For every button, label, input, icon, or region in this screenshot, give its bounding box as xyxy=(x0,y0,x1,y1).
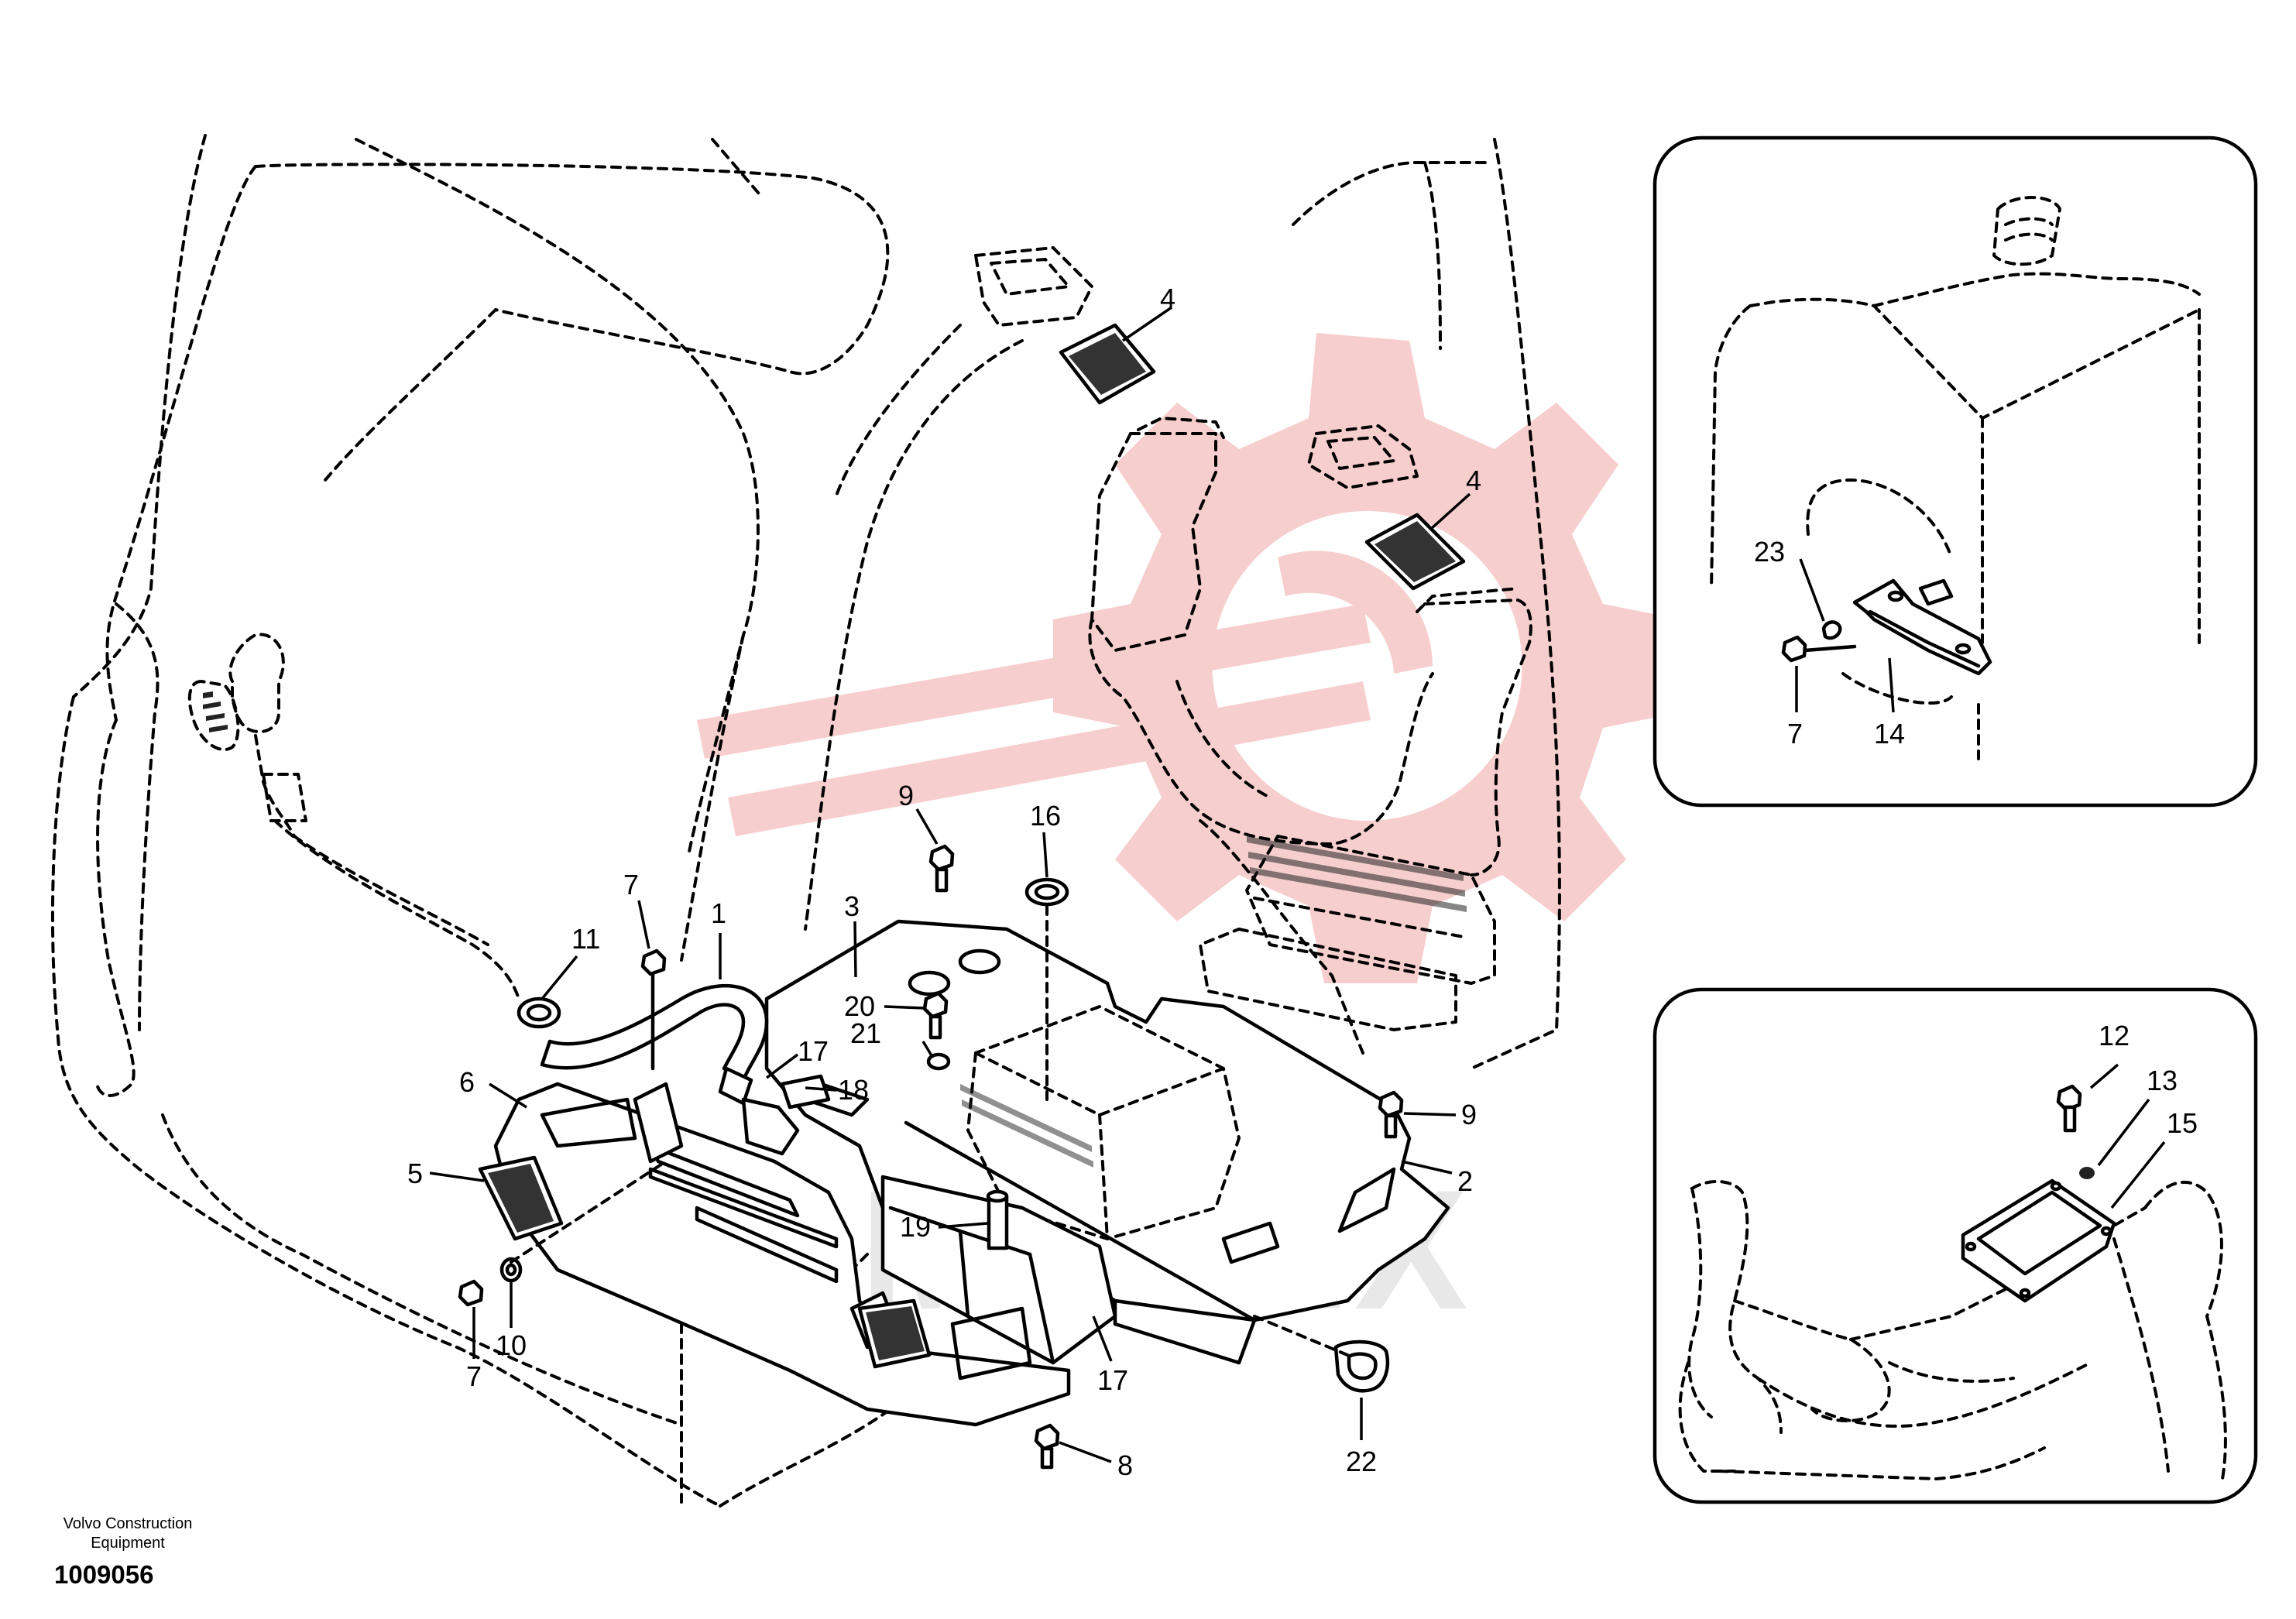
front-duct-housing xyxy=(493,1082,1071,1427)
callout-22: 22 xyxy=(1346,1446,1377,1477)
callout-7-top: 7 xyxy=(623,869,639,900)
callout-20: 20 xyxy=(844,990,875,1022)
heater-unit xyxy=(960,1005,1241,1240)
vent-grille-right xyxy=(1364,513,1466,591)
bolt-9-top xyxy=(928,844,955,893)
callout-13: 13 xyxy=(2147,1065,2178,1096)
cab-side-components xyxy=(187,633,520,1000)
callout-16: 16 xyxy=(1030,800,1061,832)
callout-7-bottom: 7 xyxy=(466,1360,482,1392)
detail-inset-upper: 23 7 14 xyxy=(1653,135,2258,808)
callout-18: 18 xyxy=(838,1074,869,1106)
callout-9-right: 9 xyxy=(1461,1099,1477,1130)
callout-19: 19 xyxy=(900,1211,931,1243)
callout-15: 15 xyxy=(2167,1107,2198,1139)
callout-10: 10 xyxy=(496,1329,527,1361)
callout-9-top: 9 xyxy=(898,780,914,811)
duct-column xyxy=(974,246,1532,1031)
detail-inset-lower: 12 13 15 xyxy=(1653,987,2258,1504)
callout-23: 23 xyxy=(1754,536,1785,568)
callout-17-top: 17 xyxy=(798,1035,829,1067)
callout-3: 3 xyxy=(844,890,860,922)
callout-5: 5 xyxy=(407,1158,423,1189)
company-name-line1: Volvo Construction xyxy=(63,1515,193,1532)
company-name-line2: Equipment xyxy=(91,1535,165,1552)
callouts-main: 1 2 3 4 4 5 6 7 7 8 9 9 10 11 16 17 17 xyxy=(407,283,1481,1481)
callout-2: 2 xyxy=(1457,1165,1473,1197)
bolt-8 xyxy=(1034,1423,1060,1470)
company-name: Volvo Construction Equipment xyxy=(31,1514,225,1553)
bolt-20 xyxy=(922,991,949,1040)
callout-4-upper: 4 xyxy=(1160,283,1175,314)
callout-21: 21 xyxy=(850,1017,881,1049)
callout-8: 8 xyxy=(1117,1449,1133,1481)
defroster-grille-side xyxy=(857,1298,932,1369)
vent-grille-upper xyxy=(1059,323,1156,405)
callout-11: 11 xyxy=(571,923,600,955)
callout-4-right: 4 xyxy=(1466,465,1481,496)
defroster-grille-front xyxy=(478,1155,564,1241)
cab-outline xyxy=(50,134,1561,1508)
bolt-7-lower xyxy=(458,1279,484,1307)
assembly-path-22 xyxy=(1253,1315,1349,1357)
pin-19 xyxy=(986,1189,1009,1250)
module-18 xyxy=(780,1074,831,1110)
washer-21 xyxy=(926,1052,951,1071)
callout-1: 1 xyxy=(711,897,726,929)
callout-17-bottom: 17 xyxy=(1097,1364,1128,1396)
drawing-number: 1009056 xyxy=(54,1560,154,1589)
plug-22 xyxy=(1333,1339,1390,1393)
callout-12: 12 xyxy=(2099,1020,2130,1051)
ring-16 xyxy=(1024,877,1069,907)
callout-7-inset: 7 xyxy=(1787,718,1803,749)
bolt-9-right xyxy=(1378,1090,1404,1139)
assembly-path-10 xyxy=(510,1160,668,1264)
bolt-7-main xyxy=(640,948,667,1071)
callout-14: 14 xyxy=(1874,718,1905,749)
washer-10 xyxy=(499,1257,523,1283)
callout-6: 6 xyxy=(459,1066,475,1098)
